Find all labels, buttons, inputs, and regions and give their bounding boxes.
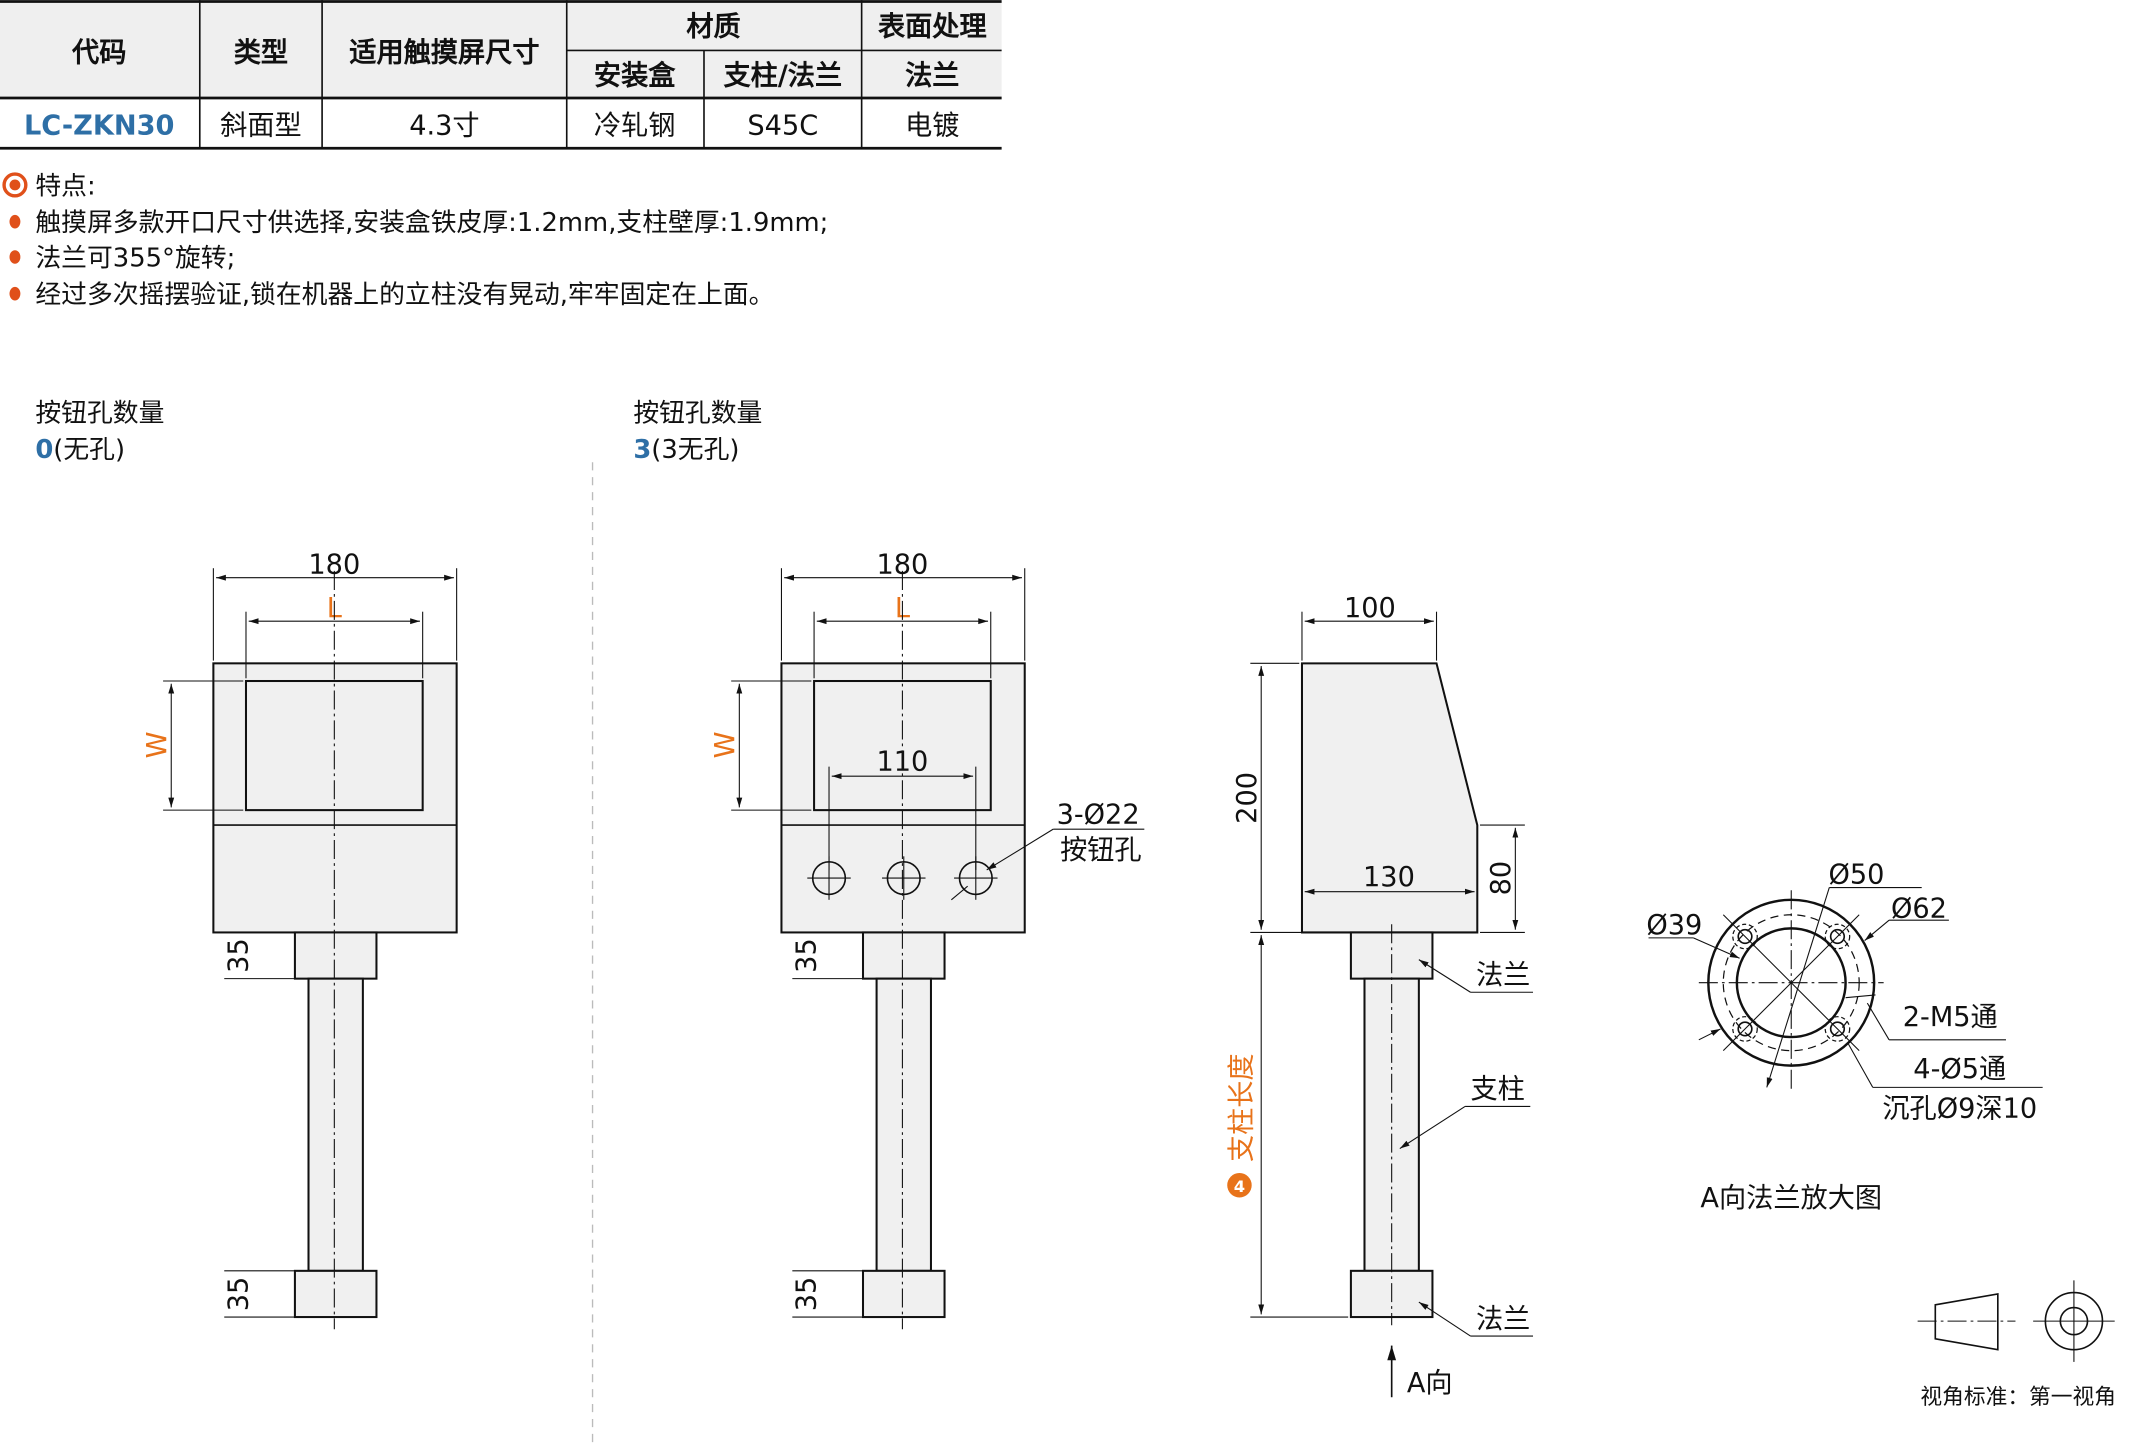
header-box: 安装盒 [594,59,676,91]
front-view-no-holes: 180 L W 35 35 [142,550,458,1330]
cell-box: 冷轧钢 [594,111,676,142]
middle-view-title: 按钮孔数量 [633,398,762,428]
dim-d50: Ø50 [1828,860,1884,891]
dim-side-front: 80 [1486,861,1517,896]
dim-W: W [710,731,741,758]
dim-flange-bottom: 35 [223,1277,254,1312]
dim-side-depth: 100 [1344,593,1396,624]
button-hole-label: 按钮孔 [1060,835,1142,866]
cell-post-flange: S45C [747,111,818,142]
dim-flange-top: 35 [791,938,822,973]
flange-label-bottom: 法兰 [1476,1304,1530,1335]
header-surface-flange: 法兰 [905,60,959,91]
cell-screen-size: 4.3寸 [409,111,479,142]
header-post-flange: 支柱/法兰 [724,60,843,91]
front-view-3-holes: 180 L W 110 3-Ø22 按钮孔 35 35 [710,550,1145,1330]
dim-side-bottom: 130 [1363,862,1415,893]
first-angle-projection-icon [1917,1280,2115,1362]
spec-table: 代码 类型 适用触摸屏尺寸 材质 表面处理 安装盒 支柱/法兰 法兰 LC-ZK… [0,0,1002,150]
middle-view-count: 3(3无孔) [633,435,739,465]
through-holes-label: 4-Ø5通 [1913,1054,2006,1085]
header-surface: 表面处理 [878,11,987,42]
feature-item: 经过多次摇摆验证,锁在机器上的立柱没有晃动,牢牢固定在上面。 [35,280,774,310]
bullet-icon [9,286,21,301]
features-title: 特点: [35,171,95,201]
m5-thread-label: 2-M5通 [1903,1002,1998,1033]
cell-code: LC-ZKN30 [24,111,174,142]
header-code: 代码 [71,37,126,68]
dim-side-height: 200 [1232,772,1263,824]
counterbore-label: 沉孔Ø9深10 [1882,1093,2037,1124]
bullet-icon [9,250,21,264]
view-a-direction: A向 [1407,1368,1453,1399]
features: 特点: 触摸屏多款开口尺寸供选择,安装盒铁皮厚:1.2mm,支柱壁厚:1.9mm… [2,171,828,310]
header-material: 材质 [686,11,740,42]
dim-flange-bottom: 35 [791,1277,822,1312]
dim-flange-top: 35 [223,938,254,973]
left-view-count: 0(无孔) [35,435,125,465]
post-length-label: 支柱长度 [1226,1053,1257,1162]
post-length-number: 4 [1234,1177,1245,1196]
flange-view-title: A向法兰放大图 [1700,1183,1882,1214]
target-icon [2,172,28,198]
flange-detail-view: Ø39 Ø50 Ø62 2-M5通 4-Ø5通 沉孔Ø9深10 A向法兰放大图 [1646,860,2043,1214]
cell-surface: 电镀 [905,111,959,142]
dim-d62: Ø62 [1891,893,1947,924]
header-type: 类型 [234,37,288,68]
dim-d39: Ø39 [1646,910,1702,941]
left-view-title: 按钮孔数量 [35,398,164,428]
flange-hole-icon [1732,923,1851,1042]
feature-item: 法兰可355°旋转; [35,243,235,273]
button-hole-icon [807,856,998,900]
number-badge-icon [1227,1172,1252,1198]
side-view: 100 200 80 130 4 支柱长度 法兰 支柱 法兰 A向 [1226,593,1534,1399]
header-screen-size: 适用触摸屏尺寸 [349,37,539,68]
projection-standard-label: 视角标准：第一视角 [1920,1385,2116,1410]
post-label: 支柱 [1471,1074,1525,1105]
flange-label-top: 法兰 [1476,960,1530,991]
bullet-icon [9,214,21,229]
feature-item: 触摸屏多款开口尺寸供选择,安装盒铁皮厚:1.2mm,支柱壁厚:1.9mm; [35,208,828,238]
dim-W: W [142,731,173,758]
cell-type: 斜面型 [220,111,302,142]
button-hole-spec: 3-Ø22 [1057,800,1140,831]
